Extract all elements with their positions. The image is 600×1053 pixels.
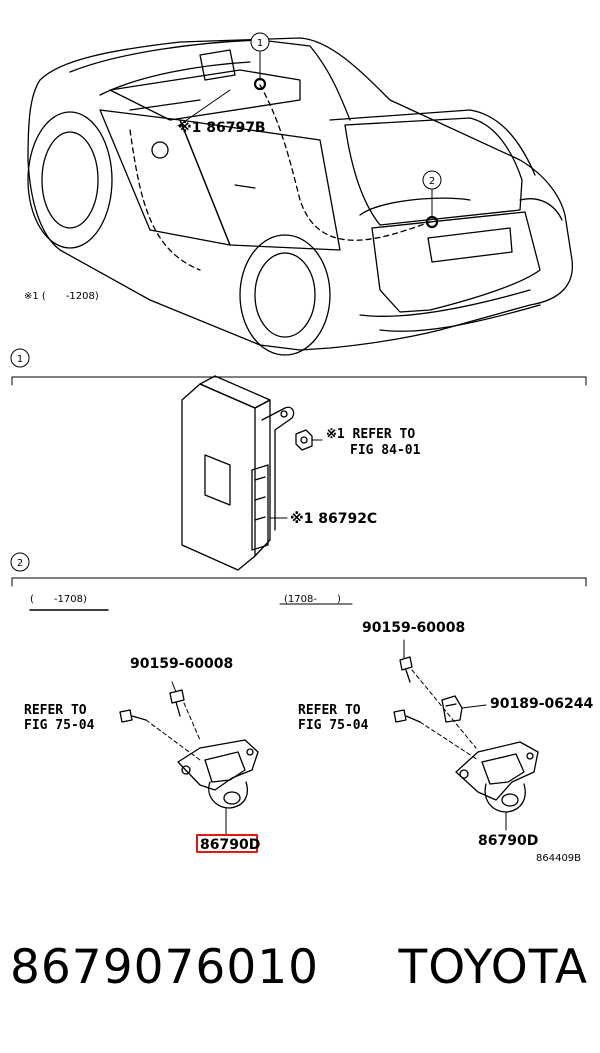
right-refer-line1: REFER TO xyxy=(298,703,361,718)
left-range-label: ( -1708) xyxy=(30,594,87,605)
right-camera-assembly xyxy=(393,639,539,831)
section-1-number: 1 xyxy=(17,354,23,365)
figure-code: 864409B xyxy=(536,853,581,864)
right-camera-part-label: 86790D xyxy=(478,833,538,849)
footer: 8679076010 TOYOTA xyxy=(0,940,600,1010)
callout-2-label: 2 xyxy=(429,176,435,187)
section-2-number: 2 xyxy=(17,558,23,569)
left-camera-assembly xyxy=(119,681,259,835)
left-refer-line2: FIG 75-04 xyxy=(24,718,95,733)
right-screw-label: 90159-60008 xyxy=(362,620,465,636)
section-1 xyxy=(11,375,587,571)
parts-diagram: 1 2 ※1 86797B ※1 ( -1208) 1 ※1 REFER TO … xyxy=(10,32,593,864)
date-note-label: ※1 ( -1208) xyxy=(24,291,99,302)
left-screw-label: 90159-60008 xyxy=(130,656,233,672)
right-refer-line2: FIG 75-04 xyxy=(298,718,369,733)
left-camera-part-label: 86790D xyxy=(200,837,260,853)
part-number: 8679076010 xyxy=(10,940,320,995)
part-86792c-label: ※1 86792C xyxy=(290,511,377,527)
callout-1-label: 1 xyxy=(257,38,263,49)
section-1-refer-line2: FIG 84-01 xyxy=(350,443,421,458)
brand-name: TOYOTA xyxy=(398,940,588,995)
section-1-refer-line1: ※1 REFER TO xyxy=(326,427,415,442)
left-refer-line1: REFER TO xyxy=(24,703,87,718)
section-2 xyxy=(11,577,587,853)
car-illustration xyxy=(27,32,573,356)
part-86797b-label: ※1 86797B xyxy=(178,120,266,136)
right-range-label: (1708- ) xyxy=(284,594,341,605)
right-clip-label: 90189-06244 xyxy=(490,696,593,712)
